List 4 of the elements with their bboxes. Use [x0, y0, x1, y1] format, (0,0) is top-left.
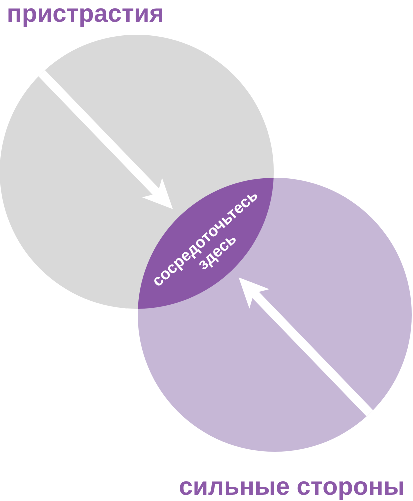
circle-title: сильные стороны — [179, 473, 405, 501]
circle-title: пристрастия — [7, 0, 164, 28]
arrow — [38, 70, 174, 210]
arrow — [238, 278, 374, 417]
